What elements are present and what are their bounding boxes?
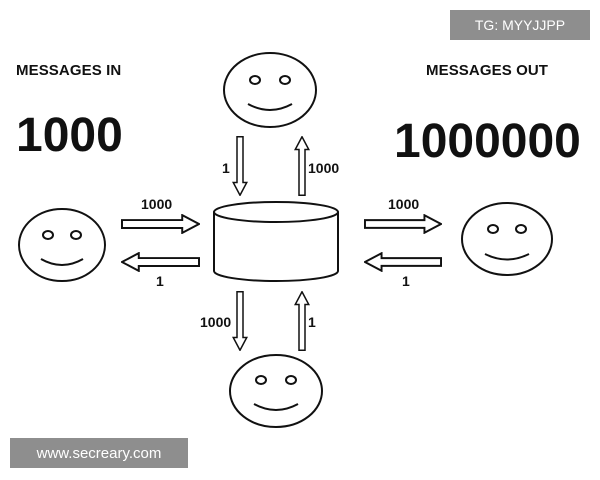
label-left-to-server: 1000 xyxy=(141,196,172,212)
server-cylinder xyxy=(213,201,339,282)
arrow-left-to-server xyxy=(121,214,200,234)
arrow-top-up xyxy=(294,136,310,196)
label-right-to-server: 1 xyxy=(402,273,410,289)
watermark-top-right: TG: MYYJJPP xyxy=(450,10,590,40)
arrow-bottom-down xyxy=(232,291,248,351)
label-server-to-right: 1000 xyxy=(388,196,419,212)
smiley-face-right xyxy=(461,202,553,276)
label-bottom-down: 1000 xyxy=(200,314,231,330)
smiley-face-bottom xyxy=(229,354,323,428)
smiley-face-left xyxy=(18,208,106,282)
label-bottom-up: 1 xyxy=(308,314,316,330)
label-top-up: 1000 xyxy=(308,160,339,176)
arrow-server-to-right xyxy=(364,214,442,234)
messages-in-heading: MESSAGES IN xyxy=(16,62,122,79)
watermark-bottom-left: www.secreary.com xyxy=(10,438,188,468)
arrow-bottom-up xyxy=(294,291,310,351)
arrow-top-down xyxy=(232,136,248,196)
messages-out-heading: MESSAGES OUT xyxy=(426,62,549,79)
messages-in-count: 1000 xyxy=(16,109,123,162)
label-top-down: 1 xyxy=(222,160,230,176)
messages-out-count: 1000000 xyxy=(394,115,581,168)
smiley-face-top xyxy=(223,52,317,128)
arrow-server-to-left xyxy=(121,252,200,272)
arrow-right-to-server xyxy=(364,252,442,272)
label-server-to-left: 1 xyxy=(156,273,164,289)
